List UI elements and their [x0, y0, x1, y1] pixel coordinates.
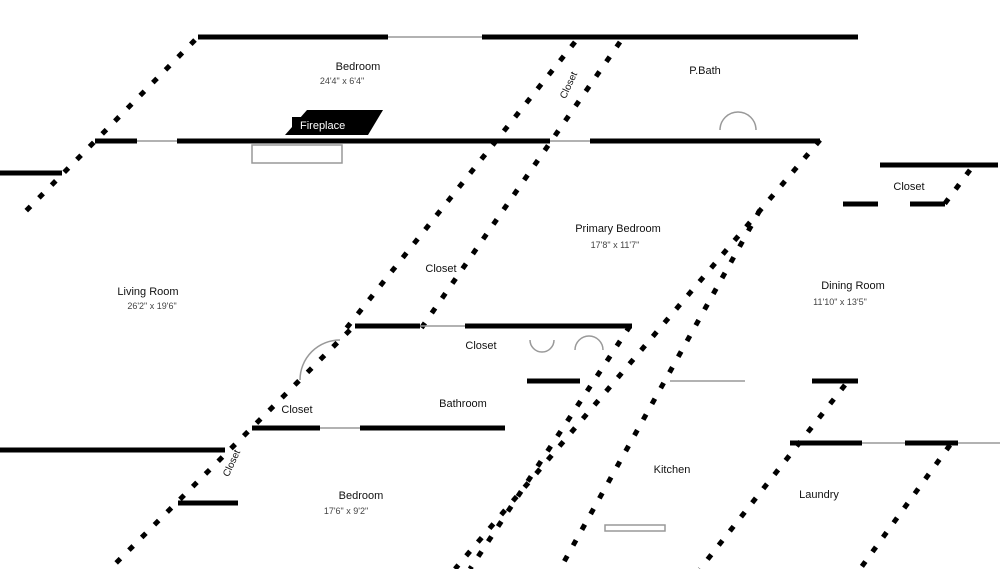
wall	[938, 168, 972, 212]
room-dims-dining-room: 11'10" x 13'5"	[813, 297, 867, 307]
wall	[108, 328, 352, 569]
room-label-p-bath: P.Bath	[689, 65, 721, 77]
wall	[698, 383, 847, 569]
sink-icon	[574, 335, 604, 351]
door-swing	[299, 339, 341, 381]
hearth	[251, 144, 343, 164]
wall	[417, 40, 623, 332]
tub-icon	[719, 111, 757, 131]
wall	[453, 138, 822, 569]
walls	[0, 34, 998, 506]
room-label-closet-right: Closet	[893, 181, 925, 193]
room-label-bedroom-top: Bedroom	[335, 61, 381, 73]
room-label-living-room: Living Room	[117, 286, 179, 298]
toilet-icon	[529, 339, 555, 353]
room-label-closet-bath: Closet	[465, 340, 497, 352]
wall	[467, 324, 633, 569]
wall	[20, 38, 197, 217]
wall	[343, 40, 577, 332]
room-dims-bedroom-bottom: 17'6" x 9'2"	[323, 506, 369, 516]
room-label-closet-left: Closet	[281, 404, 313, 416]
room-label-laundry: Laundry	[799, 489, 839, 501]
room-dims-primary-bedroom: 17'8" x 11'7"	[590, 240, 640, 250]
room-label-bathroom: Bathroom	[439, 398, 487, 410]
sheared-walls	[20, 38, 972, 569]
counter	[604, 524, 666, 532]
wall	[557, 208, 763, 569]
room-label-kitchen: Kitchen	[653, 464, 691, 476]
room-label-bedroom-bottom: Bedroom	[338, 490, 384, 502]
fireplace-label: Fireplace	[292, 117, 354, 135]
room-label-primary-bedroom: Primary Bedroom	[575, 223, 661, 235]
wall	[857, 443, 953, 569]
room-label-closet-center: Closet	[425, 263, 457, 275]
room-dims-bedroom-top: 24'4" x 6'4"	[319, 76, 365, 86]
room-dims-living-room: 26'2" x 19'6"	[127, 301, 177, 311]
room-label-dining-room: Dining Room	[821, 280, 885, 292]
fixtures	[137, 36, 1000, 532]
